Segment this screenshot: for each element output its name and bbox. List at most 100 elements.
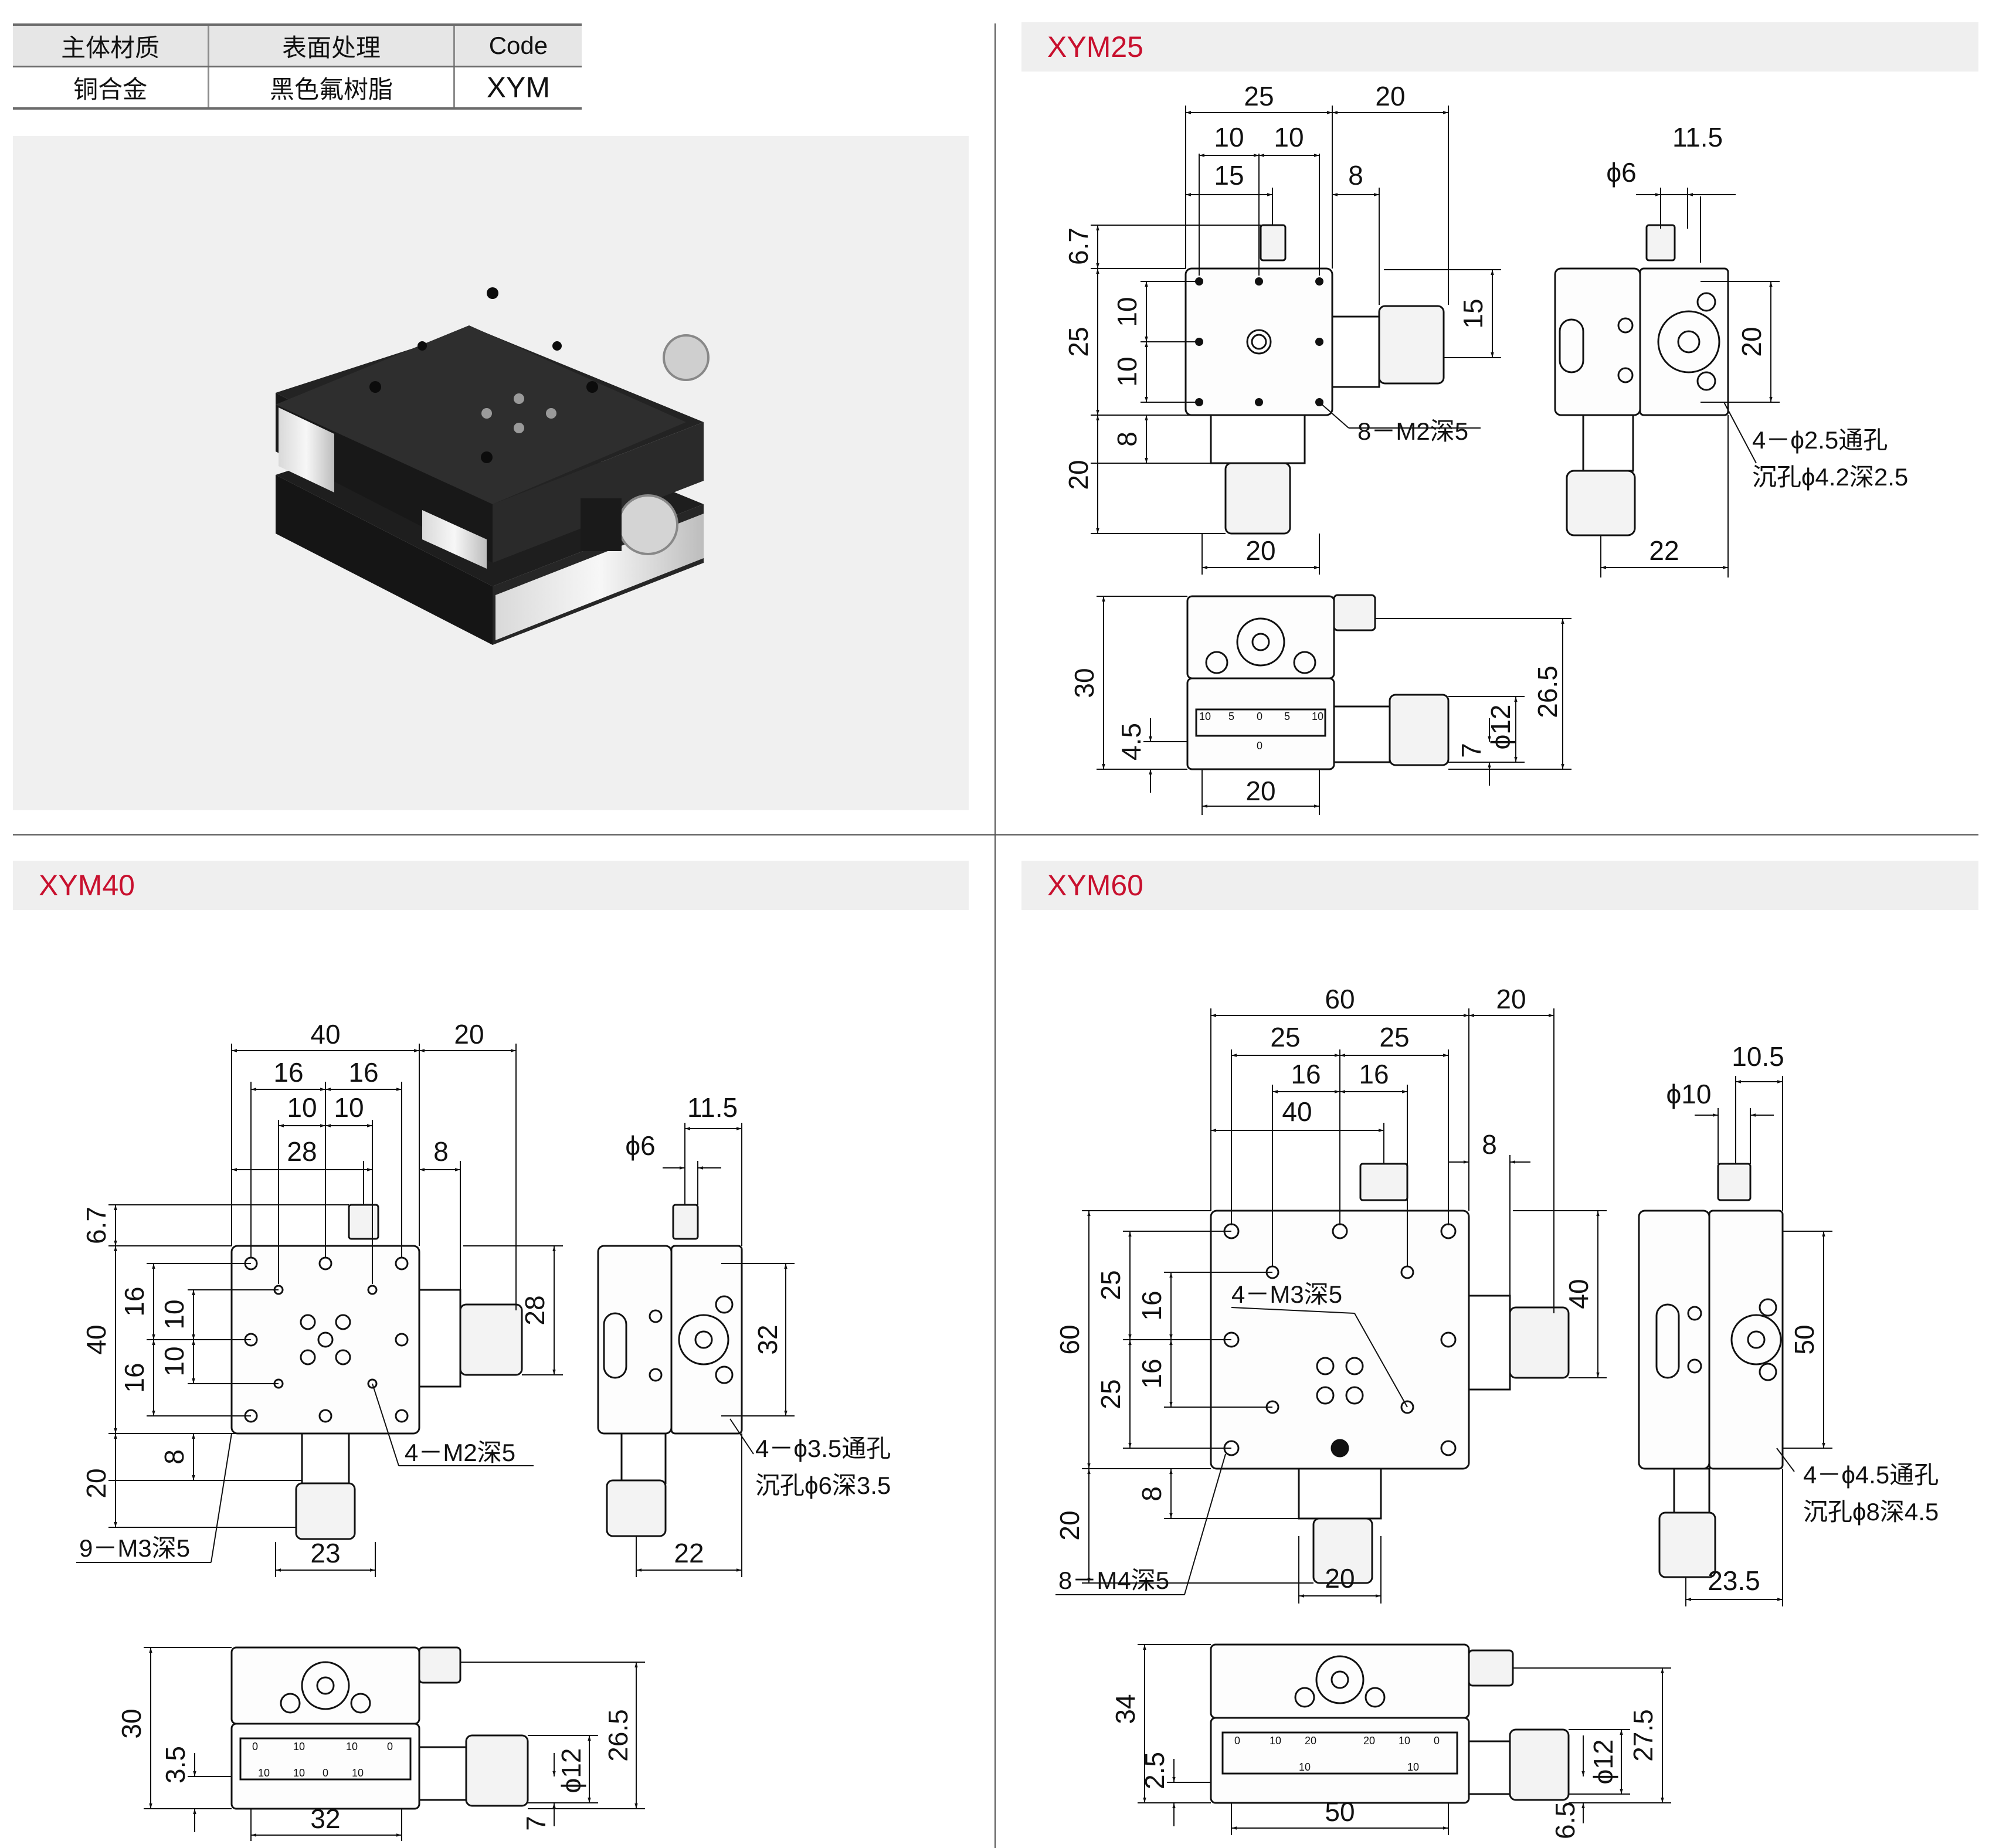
xym60-scale-10b: 10: [1399, 1735, 1410, 1747]
xym40-front-32: 32: [310, 1803, 340, 1834]
value-code: XYM: [453, 66, 582, 110]
xym40-dim-16b: 16: [348, 1057, 378, 1088]
spec-header-row: 主体材质 表面处理 Code: [13, 23, 582, 67]
xym60-side-50: 50: [1789, 1324, 1820, 1354]
xym40-side-view: [597, 1204, 743, 1537]
xym25-front-20: 20: [1245, 776, 1275, 806]
xym40-callout-m2: 4－M2深5: [405, 1439, 515, 1466]
xym40-dim-40: 40: [310, 1019, 340, 1049]
xym60-dim-20-bottom: 20: [1325, 1563, 1355, 1594]
xym60-dim-60: 60: [1325, 984, 1355, 1014]
xym25-side-22: 22: [1649, 535, 1679, 566]
xym25-dim-25-left: 25: [1063, 327, 1094, 356]
xym25-dim-20-left: 20: [1063, 460, 1094, 490]
xym40-side-labels: ϕ6 11.5 32 22 4－ϕ3.5通孔 沉孔ϕ6深3.5: [625, 1092, 891, 1568]
header-surface: 表面处理: [208, 23, 454, 67]
xym60-dim-16-left-a: 16: [1136, 1290, 1167, 1320]
xym25-front-30: 30: [1069, 668, 1099, 698]
panel-title-xym25: XYM25: [1021, 22, 1978, 72]
xym60-scale-0b: 0: [1434, 1735, 1440, 1747]
xym40-front-7: 7: [521, 1816, 551, 1831]
xym40-scale-10a: 10: [293, 1741, 305, 1752]
xym40-front-3-5: 3.5: [160, 1746, 191, 1784]
xym40-dim-23-bottom: 23: [310, 1538, 340, 1568]
spec-value-row: 铜合金 黑色氟树脂 XYM: [13, 66, 582, 110]
xym25-front-scale: 10 5 0 5 10 0: [1199, 711, 1323, 752]
xym60-side-view: [1638, 1163, 1784, 1578]
xym25-dim-10b: 10: [1274, 122, 1304, 152]
xym40-side-32: 32: [752, 1324, 783, 1354]
xym60-front-view: [1210, 1643, 1570, 1804]
xym40-side-phi6: ϕ6: [625, 1130, 655, 1161]
value-material: 铜合金: [13, 66, 209, 110]
xym60-dim-25-left-a: 25: [1095, 1270, 1126, 1300]
xym60-front-50: 50: [1325, 1796, 1355, 1827]
xym60-callout-m3: 4－M3深5: [1231, 1280, 1342, 1308]
xym40-dim-16-left-a: 16: [119, 1286, 150, 1316]
xym60-scale-10d: 10: [1407, 1761, 1419, 1773]
xym25-front-26-5: 26.5: [1532, 665, 1563, 718]
xym60-dim-8: 8: [1482, 1129, 1497, 1160]
xym60-dim-40: 40: [1282, 1096, 1312, 1127]
xym40-front-30: 30: [116, 1708, 147, 1738]
xym60-dim-16b: 16: [1359, 1059, 1389, 1089]
xym40-dim-16-left-b: 16: [119, 1363, 150, 1392]
panel-title-xym40: XYM40: [13, 861, 969, 910]
xym40-scale-10c: 10: [293, 1767, 305, 1779]
xym40-front-labels: 30 3.5 26.5 ϕ12 7 32: [116, 1708, 633, 1834]
xym40-dim-10a: 10: [287, 1092, 317, 1123]
xym40-dim-10-left-a: 10: [159, 1299, 189, 1329]
spec-table: 主体材质 表面处理 Code 铜合金 黑色氟树脂 XYM: [13, 23, 582, 110]
xym60-callout-m4: 8－M4深5: [1058, 1567, 1169, 1594]
xym25-side-dimensions: [1600, 188, 1780, 578]
xym25-top-labels: 25 20 10 10 15 8 6.7 25 10 10 8 20 15 20…: [1063, 81, 1488, 566]
xym40-side-22: 22: [674, 1538, 704, 1568]
xym60-front-labels: 34 2.5 27.5 ϕ12 6.5 50: [1110, 1694, 1658, 1839]
xym25-front-dimensions: [1097, 596, 1571, 815]
xym40-top-dimensions: [76, 1044, 563, 1577]
xym40-front-dimensions: [144, 1647, 645, 1841]
xym60-side-dimensions: [1685, 1076, 1832, 1606]
xym40-side-note1: 4－ϕ3.5通孔: [755, 1435, 891, 1462]
xym25-scale-0b: 0: [1257, 740, 1262, 752]
xym25-dim-10-left-a: 10: [1112, 297, 1142, 327]
xym25-scale-10a: 10: [1199, 711, 1211, 722]
xym25-side-view: [1554, 224, 1729, 536]
xym25-front-phi12: ϕ12: [1485, 705, 1516, 750]
xym60-front-6-5: 6.5: [1550, 1802, 1580, 1839]
xym25-dim-8-left: 8: [1112, 432, 1142, 447]
xym40-top-labels: 40 20 16 16 10 10 28 8 6.7 40 16 10 10 1…: [79, 1019, 550, 1568]
xym25-side-labels: ϕ6 11.5 20 22 4－ϕ2.5通孔 沉孔ϕ4.2深2.5: [1606, 122, 1908, 566]
xym60-front-dimensions: [1138, 1644, 1671, 1835]
value-surface: 黑色氟树脂: [208, 66, 454, 110]
xym25-dim-6-7: 6.7: [1063, 227, 1094, 265]
xym60-scale-20b: 20: [1363, 1735, 1375, 1747]
xym40-dim-10-left-b: 10: [159, 1346, 189, 1376]
xym40-front-phi12: ϕ12: [556, 1748, 586, 1793]
xym60-dim-16-left-b: 16: [1136, 1358, 1167, 1388]
xym25-front-4-5: 4.5: [1116, 723, 1146, 760]
xym40-dim-40-left: 40: [81, 1324, 111, 1354]
xym60-side-labels: ϕ10 10.5 50 23.5 4－ϕ4.5通孔 沉孔ϕ8深4.5: [1666, 1041, 1939, 1596]
xym25-dim-20: 20: [1375, 81, 1405, 111]
xym60-front-phi12: ϕ12: [1588, 1740, 1618, 1785]
xym25-scale-5a: 5: [1228, 711, 1234, 722]
xym40-dim-6-7: 6.7: [81, 1207, 111, 1244]
xym60-dim-20: 20: [1496, 984, 1526, 1014]
xym60-front-2-5: 2.5: [1139, 1752, 1170, 1789]
xym60-dim-25a: 25: [1270, 1022, 1300, 1052]
xym25-dim-15-right: 15: [1458, 298, 1488, 328]
header-material: 主体材质: [13, 23, 209, 67]
xym40-dim-28: 28: [287, 1136, 317, 1167]
xym60-top-labels: 60 20 25 25 16 16 40 8 60 25 16 16 25 8 …: [1054, 984, 1594, 1594]
xym40-top-view: [230, 1204, 523, 1540]
xym25-scale-5b: 5: [1284, 711, 1290, 722]
header-code: Code: [453, 23, 582, 67]
xym40-front-26-5: 26.5: [603, 1709, 633, 1762]
xym40-callout-m3: 9－M3深5: [79, 1534, 190, 1562]
xym25-side-phi6: ϕ6: [1606, 157, 1636, 188]
xym25-dim-10-left-b: 10: [1112, 356, 1142, 386]
xym25-dim-20-bottom: 20: [1245, 535, 1275, 566]
xym60-scale-20a: 20: [1305, 1735, 1316, 1747]
xym40-dim-28-right: 28: [520, 1295, 550, 1325]
